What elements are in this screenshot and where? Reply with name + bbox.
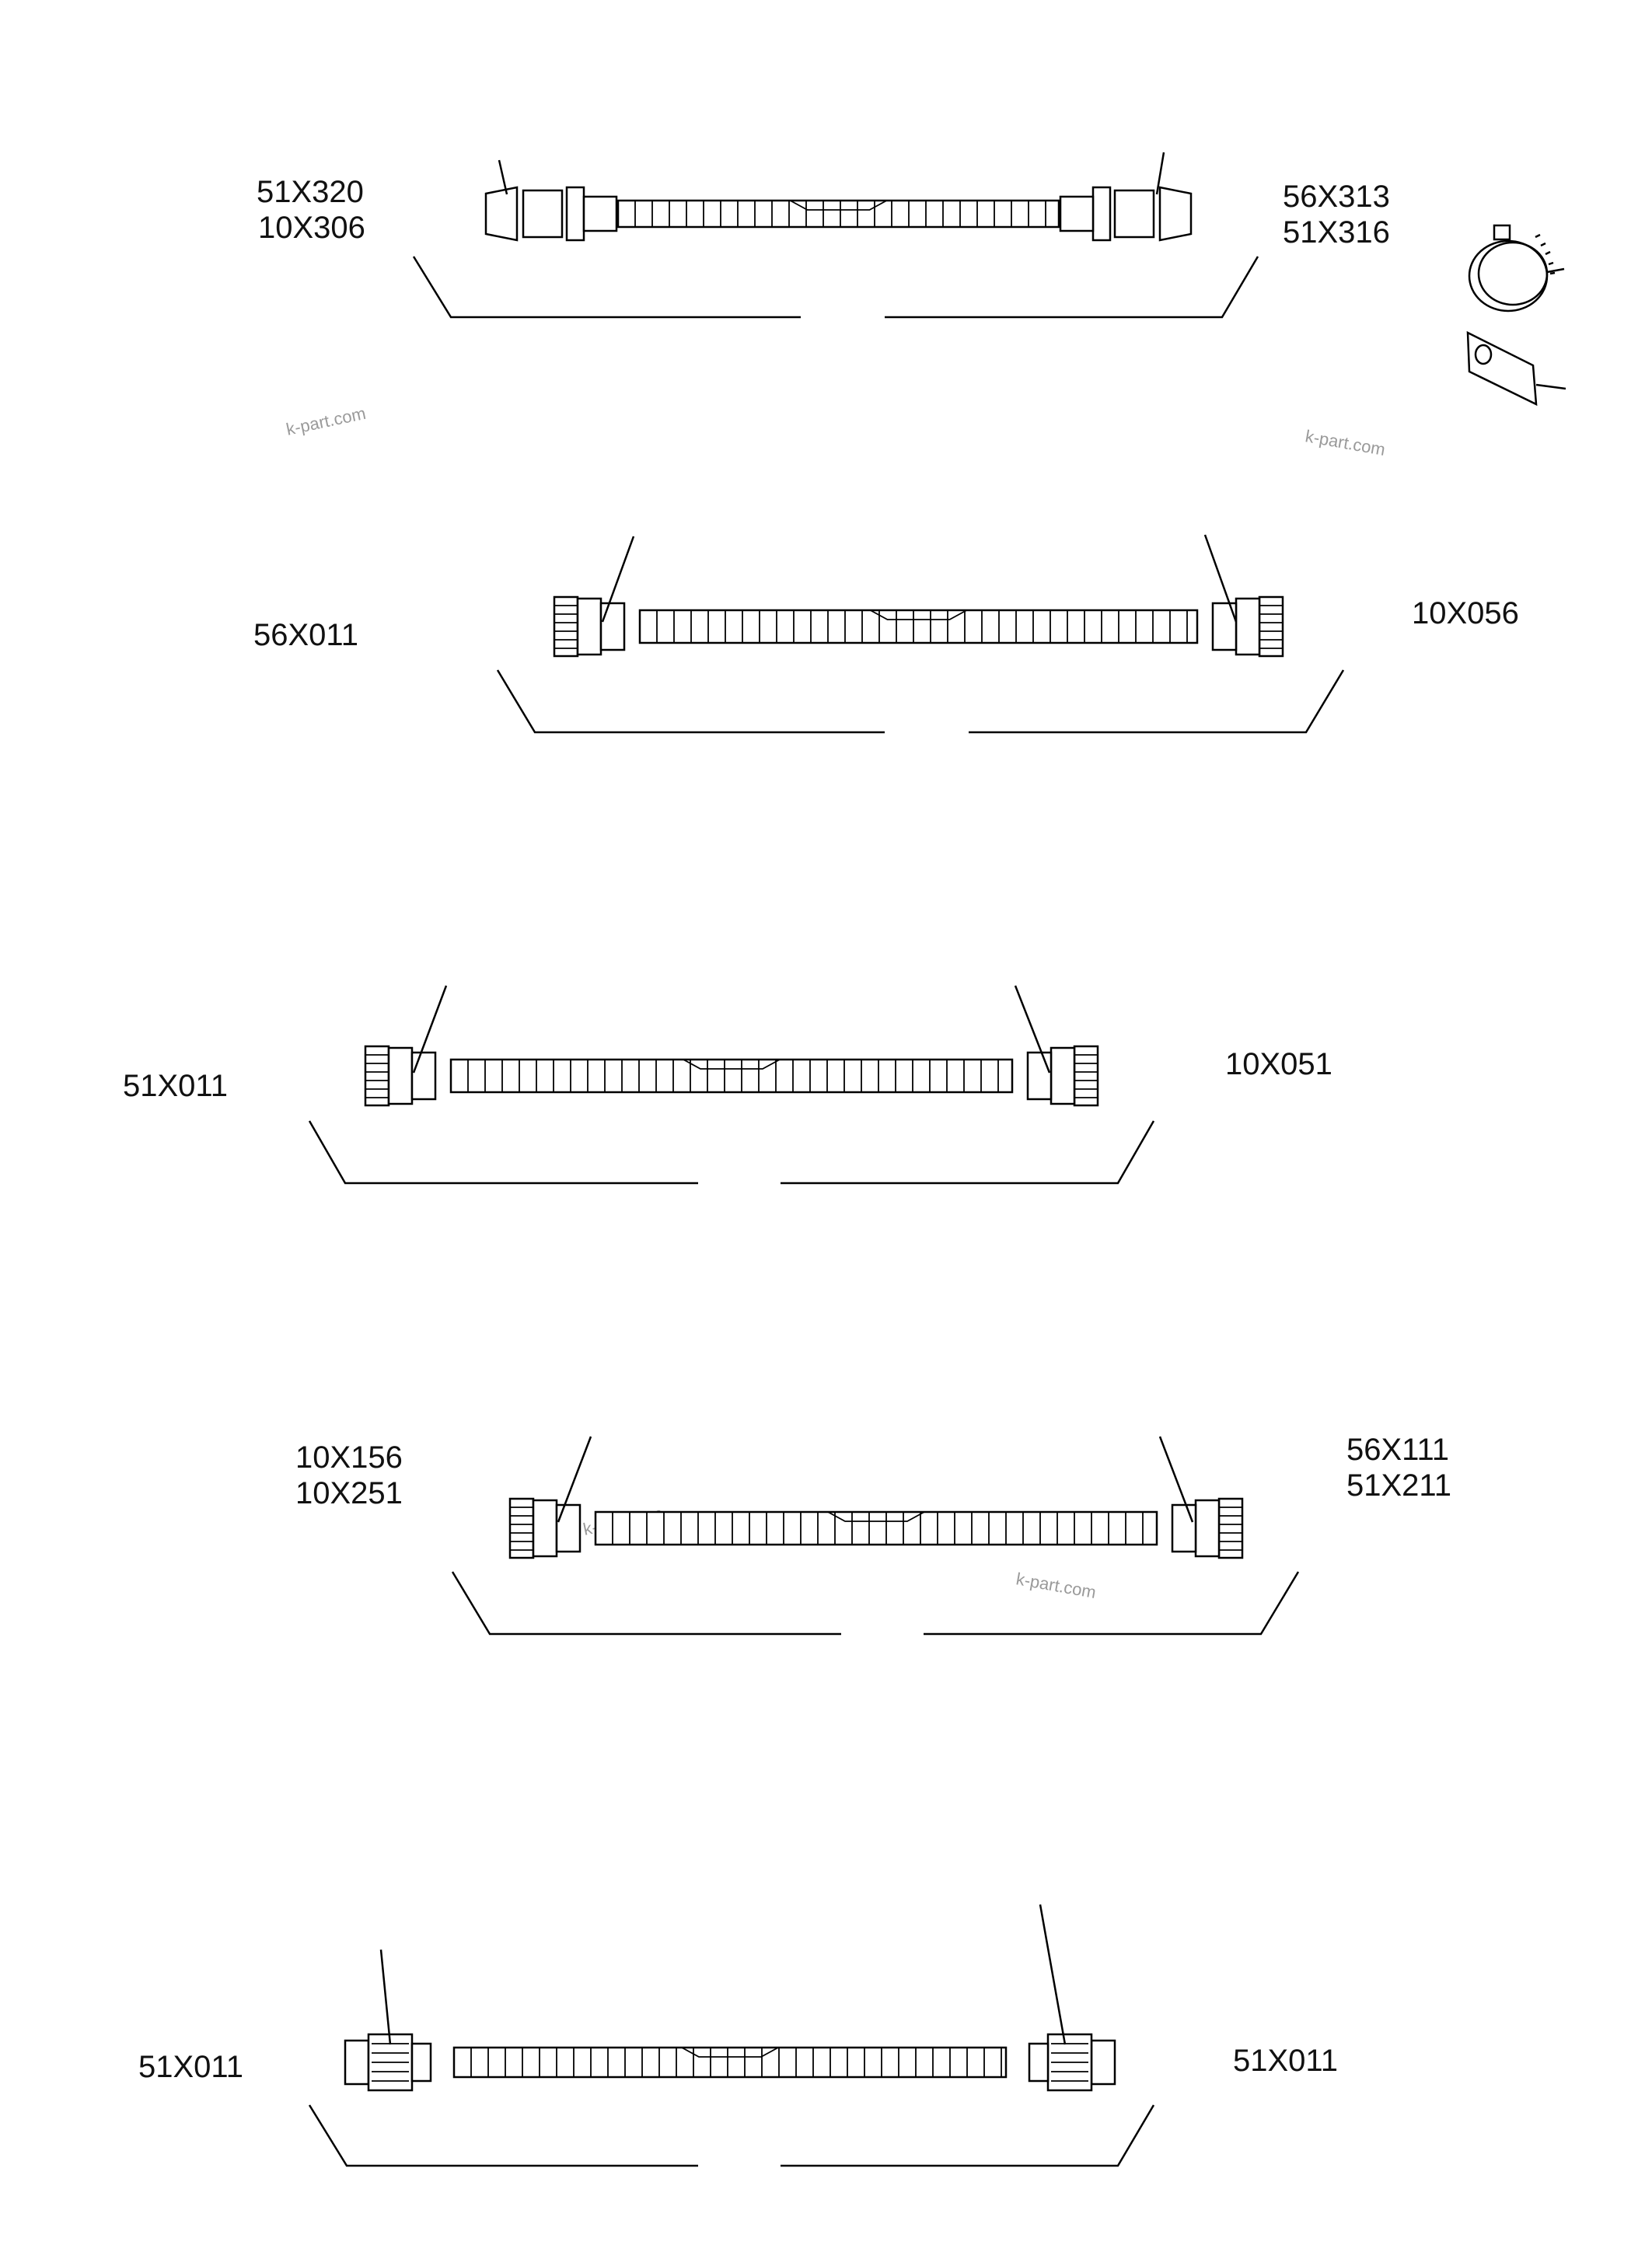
hose-marking <box>870 609 967 620</box>
right-end-cap <box>1158 186 1193 242</box>
hose-2-right-label-1: 10X056 <box>1412 596 1519 630</box>
left-hex-nut <box>364 1045 390 1107</box>
hose-5-right-label-1: 51X011 <box>1233 2044 1338 2078</box>
hose-2-left-label-1: 56X011 <box>253 618 358 652</box>
right-hex-nut <box>1073 1045 1099 1107</box>
left-ferrule <box>410 2042 432 2083</box>
hose-5-left-label-1: 51X011 <box>138 2050 243 2084</box>
hose-clamp-icon <box>1468 224 1565 312</box>
hose-4-right-label-2: 51X211 <box>1346 1468 1451 1503</box>
hose-1-right-label-2: 51X316 <box>1283 215 1390 250</box>
right-nut <box>1090 2039 1116 2086</box>
hose-5-drawing <box>344 2033 1116 2092</box>
hose-marking <box>683 1059 781 1070</box>
hose-4-left-label-1: 10X156 <box>295 1440 403 1475</box>
hose-3-right-label-1: 10X051 <box>1225 1047 1332 1081</box>
right-ferrule <box>1026 1051 1053 1101</box>
right-ferrule <box>1028 2042 1050 2083</box>
hose-assembly-2[interactable]: 56X011 10X056 <box>253 534 1519 734</box>
hose-4-right-label-1: 56X111 <box>1346 1433 1449 1467</box>
hose-2-drawing <box>553 595 1284 658</box>
hose-4-left-label-2: 10X251 <box>295 1476 403 1510</box>
left-ferrule <box>599 602 626 651</box>
hose-assembly-5[interactable]: 51X011 51X011 <box>138 1904 1338 2167</box>
hose-assembly-4[interactable]: 10X156 10X251 56X111 51X211 <box>295 1433 1451 1636</box>
hose-body <box>638 609 1199 644</box>
right-hex-nut <box>1217 1497 1244 1559</box>
watermark: k-part.com <box>285 403 368 439</box>
right-nut <box>1113 189 1155 239</box>
hose-body <box>594 1510 1158 1546</box>
left-nut-body <box>576 597 602 656</box>
hose-assembly-3[interactable]: 51X011 10X051 <box>123 985 1332 1185</box>
left-ferrule <box>410 1051 437 1101</box>
hose-body <box>449 1058 1014 1094</box>
left-nut-body <box>532 1499 558 1558</box>
hose-body <box>452 2046 1008 2079</box>
hose-4-drawing <box>508 1497 1244 1559</box>
hose-1-left-label-1: 51X320 <box>257 175 364 209</box>
hose-3-drawing <box>364 1045 1099 1107</box>
left-ferrule <box>555 1503 582 1553</box>
right-ferrule <box>1171 1503 1197 1553</box>
right-nut-body <box>1050 1046 1076 1105</box>
right-nut-body <box>1235 597 1261 656</box>
right-flange <box>1091 186 1112 242</box>
hose-marking <box>681 2047 779 2058</box>
left-nut <box>344 2039 370 2086</box>
left-nut <box>522 189 564 239</box>
hose-assembly-1[interactable]: 51X320 10X306 56X313 51X316 <box>257 152 1390 319</box>
right-collar <box>1059 195 1095 232</box>
hose-3-left-label-1: 51X011 <box>123 1069 228 1103</box>
left-end-cap <box>484 186 519 242</box>
left-collar <box>582 195 618 232</box>
right-nut-body <box>1194 1499 1221 1558</box>
hose-body <box>616 199 1060 229</box>
right-hex-nut <box>1258 595 1284 658</box>
left-flange <box>565 186 585 242</box>
watermark: k-part.com <box>1304 426 1387 459</box>
hose-1-drawing <box>484 186 1193 242</box>
hose-1-right-label-1: 56X313 <box>1283 180 1390 214</box>
hose-marking <box>790 200 887 211</box>
watermark: k-part.com <box>1015 1569 1098 1602</box>
tag-plate-icon <box>1466 330 1566 407</box>
hose-1-left-label-2: 10X306 <box>258 211 365 245</box>
left-nut-body <box>387 1046 414 1105</box>
hose-marking <box>827 1511 925 1522</box>
